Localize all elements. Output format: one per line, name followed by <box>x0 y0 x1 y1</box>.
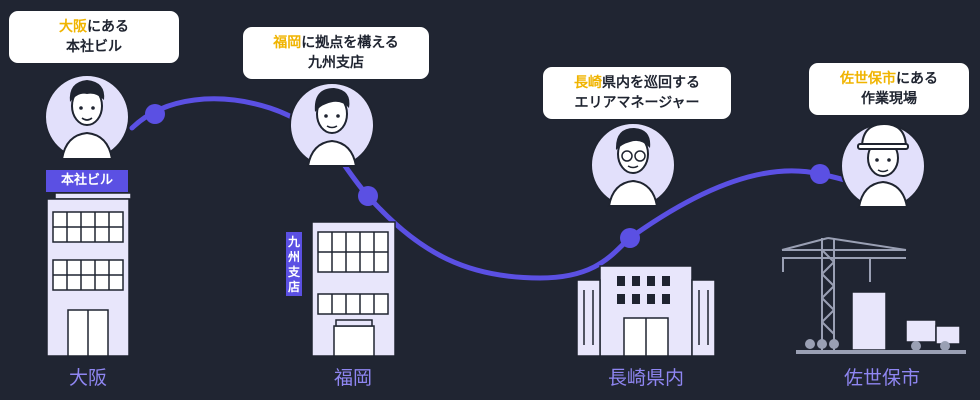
bubble-sasebo-highlight: 佐世保市 <box>840 71 896 87</box>
bubble-sasebo: 佐世保市にある 作業現場 <box>808 62 970 116</box>
bubble-osaka-line2: 本社ビル <box>66 39 122 55</box>
route-dot-osaka <box>145 104 165 124</box>
sign-osaka-honsha: 本社ビル <box>46 170 128 192</box>
route-dot-fukuoka <box>358 186 378 206</box>
bubble-fukuoka: 福岡に拠点を構える 九州支店 <box>242 26 430 80</box>
nagasaki-windows <box>617 276 670 304</box>
avatar-osaka <box>44 74 130 160</box>
bubble-nagasaki-text: 県内を巡回する <box>602 75 700 91</box>
fukuoka-building <box>311 221 396 357</box>
bubble-sasebo-text: にある <box>896 71 938 87</box>
city-label-fukuoka: 福岡 <box>333 367 372 389</box>
construction-ground <box>796 339 966 354</box>
route-dot-nagasaki <box>620 228 640 248</box>
bubble-fukuoka-text: に拠点を構える <box>301 35 399 51</box>
bubble-nagasaki-line2: エリアマネージャー <box>574 95 700 111</box>
bubble-nagasaki: 長崎県内を巡回する エリアマネージャー <box>542 66 732 120</box>
city-label-osaka: 大阪 <box>68 367 107 389</box>
bubble-osaka: 大阪にある 本社ビル <box>8 10 180 64</box>
construction-structure <box>851 291 961 351</box>
route-line <box>129 96 865 281</box>
avatar-sasebo <box>840 122 926 209</box>
bubble-osaka-highlight: 大阪 <box>59 19 87 35</box>
fukuoka-windows <box>318 232 388 314</box>
bubble-osaka-text: にある <box>87 19 129 35</box>
bubble-nagasaki-highlight: 長崎 <box>574 75 602 91</box>
avatar-fukuoka <box>289 82 375 168</box>
city-label-nagasaki: 長崎県内 <box>607 367 684 389</box>
nagasaki-wing-windows <box>583 290 709 356</box>
route-dot-sasebo <box>810 164 830 184</box>
osaka-windows <box>53 212 123 356</box>
construction-crane <box>781 237 907 350</box>
sign-fukuoka-shiten: 九州支店 <box>286 232 302 296</box>
avatar-nagasaki <box>590 122 676 208</box>
bubble-fukuoka-line2: 九州支店 <box>308 55 364 71</box>
bubble-fukuoka-highlight: 福岡 <box>273 35 302 51</box>
city-label-sasebo: 佐世保市 <box>843 367 920 389</box>
bubble-sasebo-line2: 作業現場 <box>861 91 917 107</box>
